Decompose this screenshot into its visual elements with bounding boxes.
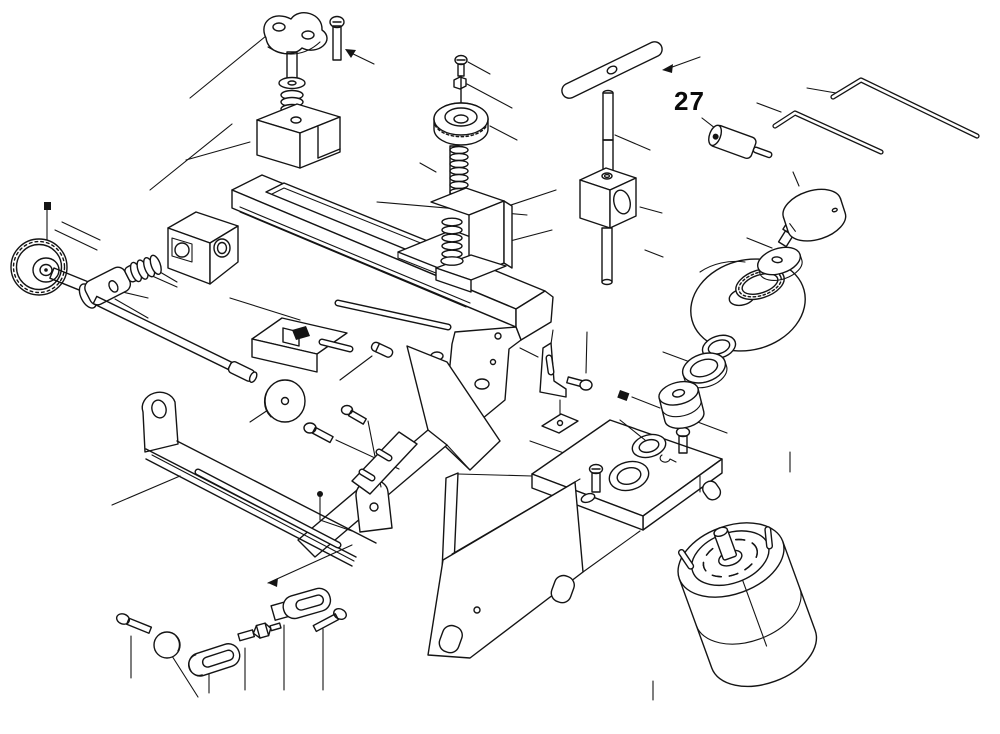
- hex-wrench-small: [756, 102, 884, 155]
- button-screw: [329, 15, 375, 65]
- base-housing: [427, 399, 791, 659]
- drive-drum-assembly: [617, 171, 847, 441]
- knob-clamp-assembly: [256, 12, 341, 169]
- angle-bracket-screw: [539, 329, 593, 398]
- blade-clamp-block: [251, 317, 354, 373]
- part-27-label: 27: [674, 86, 705, 116]
- support-bracket: [111, 391, 393, 567]
- blade-bar: [561, 41, 701, 99]
- feed-knob-assembly: [10, 202, 178, 309]
- washer-disc: [249, 379, 306, 423]
- elbow-pin-screw: [317, 491, 353, 532]
- lower-link-parts: [115, 544, 353, 698]
- lead-screw: [92, 295, 258, 383]
- part-27-pin: [701, 117, 773, 160]
- hex-wrench-large: [806, 77, 980, 139]
- motor-assembly: [652, 522, 818, 701]
- cover-plate-screws: [303, 404, 418, 495]
- threaded-rod-block: [579, 89, 664, 286]
- c-clamp-assembly: [397, 187, 513, 293]
- tension-screw-assembly: [419, 54, 518, 205]
